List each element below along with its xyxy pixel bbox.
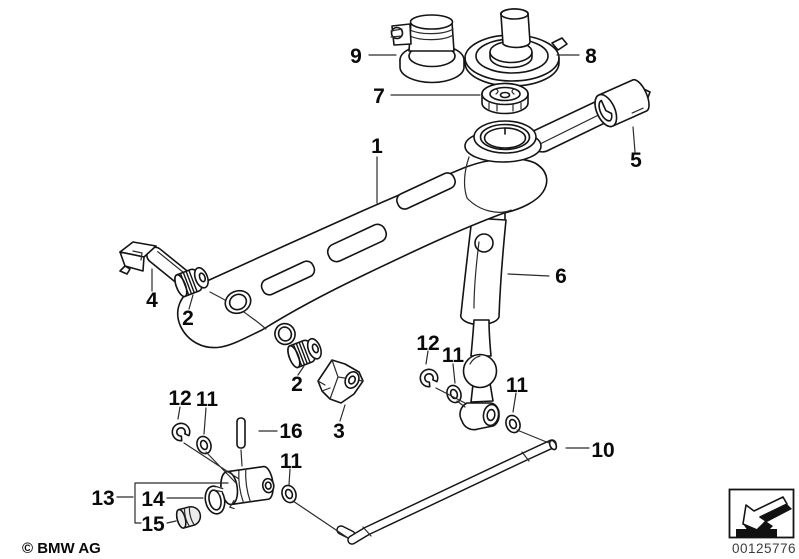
callout-2a: 2 bbox=[182, 307, 194, 330]
callout-10: 10 bbox=[591, 439, 614, 462]
callout-2b: 2 bbox=[291, 373, 303, 396]
lever-fork-boss-lower bbox=[274, 322, 296, 346]
callout-15: 15 bbox=[141, 513, 165, 536]
callout-14: 14 bbox=[141, 488, 165, 511]
part-12-clip-left bbox=[171, 422, 191, 442]
callout-11b: 11 bbox=[280, 450, 303, 473]
leader-lines bbox=[116, 54, 636, 539]
callout-4: 4 bbox=[146, 289, 158, 312]
part-16-pin bbox=[236, 417, 246, 449]
part-3-bracket bbox=[317, 359, 364, 404]
callout-1: 1 bbox=[371, 135, 383, 158]
callout-13: 13 bbox=[91, 487, 114, 510]
part-15-cap bbox=[175, 505, 202, 529]
part-2-bushing-left bbox=[174, 266, 209, 298]
callout-11a: 11 bbox=[196, 388, 219, 411]
part-12-clip-right bbox=[419, 368, 439, 388]
part-1-gearshift-lever bbox=[176, 83, 651, 349]
page-turn-arrow-icon bbox=[728, 488, 795, 539]
part-7-bearing-insert bbox=[481, 82, 529, 115]
callout-7: 7 bbox=[373, 85, 385, 108]
part-9-clamp-bushing bbox=[390, 14, 465, 84]
part-6-shift-rod bbox=[459, 203, 507, 431]
part-10-selector-rod bbox=[336, 439, 558, 545]
lever-fork-boss-upper bbox=[224, 289, 252, 315]
callout-11d: 11 bbox=[506, 374, 529, 397]
part-11-washer-d bbox=[505, 414, 521, 434]
copyright-text: © BMW AG bbox=[22, 540, 101, 557]
part-11-washer-b bbox=[281, 484, 297, 504]
callout-11c: 11 bbox=[442, 344, 465, 367]
part-13-joint-cylinder bbox=[220, 465, 275, 510]
callout-8: 8 bbox=[585, 45, 597, 68]
image-number: 00125776 bbox=[732, 541, 796, 556]
part-11-washer-c bbox=[446, 384, 462, 404]
part-8-shift-boot bbox=[464, 8, 568, 87]
part-2-bushing-right bbox=[287, 337, 322, 369]
callout-16: 16 bbox=[279, 420, 302, 443]
callout-12b: 12 bbox=[416, 332, 439, 355]
callout-12a: 12 bbox=[168, 387, 191, 410]
part-5-sleeve bbox=[594, 78, 650, 128]
callout-3: 3 bbox=[333, 420, 345, 443]
callout-6: 6 bbox=[555, 265, 567, 288]
callout-9: 9 bbox=[350, 45, 362, 68]
callout-5: 5 bbox=[630, 149, 642, 172]
part-14-snap-ring bbox=[204, 484, 226, 515]
